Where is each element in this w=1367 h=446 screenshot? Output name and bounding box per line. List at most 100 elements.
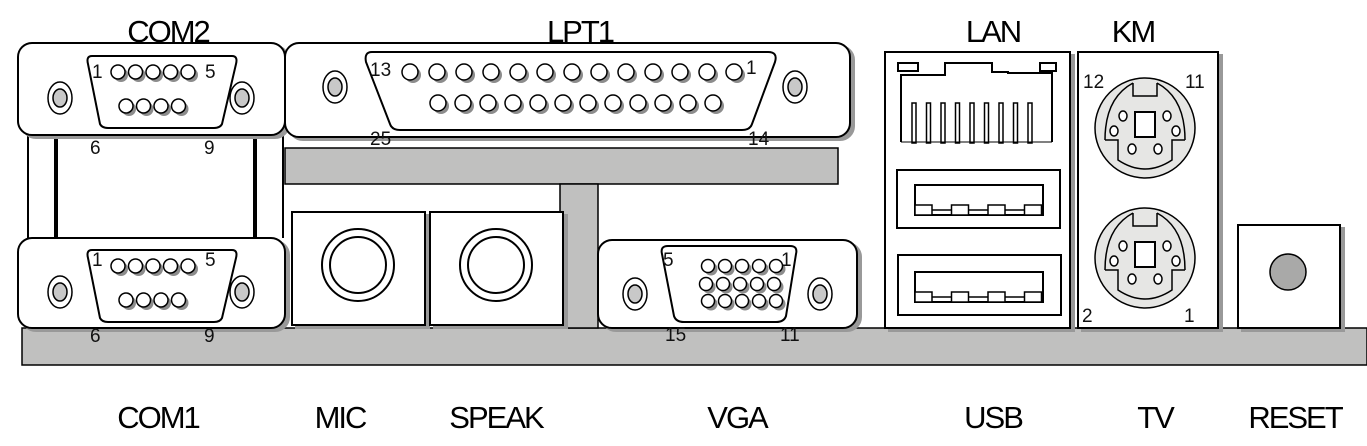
km-pin-12: 12 [1083,72,1104,93]
vga-pin-15: 15 [665,325,686,346]
db9-pin [180,258,198,276]
db25-pin [671,63,691,83]
screw-hex-nut [622,277,648,311]
db25-pin [679,94,699,114]
screw-hex-nut [229,275,255,309]
ps2-pin [1127,273,1137,285]
label-mic: MIC [315,400,367,435]
com2-pin-9: 9 [204,138,215,159]
label-lan: LAN [966,14,1020,49]
ps2-pin [1109,255,1119,267]
vga-pin [751,258,769,276]
db25-pin [725,63,745,83]
db25-pin [482,63,502,83]
mic-jack [291,211,426,326]
vga-pin-5: 5 [663,250,674,271]
com1-pin-1: 1 [92,250,103,271]
km-pin-1: 1 [1184,306,1195,327]
vga-pin [768,258,786,276]
label-lpt1: LPT1 [547,14,614,49]
db25-pin [698,63,718,83]
rj45-jack [897,62,1057,144]
rj45-contact [911,102,917,144]
km-pin-2: 2 [1082,306,1093,327]
ps2-pin [1171,255,1181,267]
vga-pin [698,276,716,294]
db25-pin [504,94,524,114]
db9-pin [170,98,189,116]
db25-pin [429,94,449,114]
db9-pin [118,98,136,116]
rj45-contact [983,102,990,144]
label-tv: TV [1137,400,1175,435]
speak-jack [429,211,564,326]
label-usb: USB [964,400,1023,435]
db25-pin [704,94,724,114]
db9-pin [135,292,154,310]
vga-pin [717,258,735,276]
lpt1-port [284,42,851,138]
ps2-pin [1171,125,1181,137]
vertical-support-bar [559,183,599,329]
label-com2: COM2 [127,14,209,49]
screw-hex-nut [47,81,73,115]
ps2-pin [1109,125,1119,137]
ps2-pin [1118,110,1128,122]
vga-pin [766,276,784,294]
com2-pin-1: 1 [92,62,103,83]
vga-port [597,239,858,329]
ps2-key [1134,111,1156,138]
rj45-contact [940,102,946,144]
db25-pin [563,63,583,83]
ps2-pin [1153,143,1163,155]
vga-pin [732,276,750,294]
com1-pin-6: 6 [90,326,101,347]
db9-pin [162,64,181,82]
db25-pin [529,94,549,114]
com2-pin-5: 5 [205,62,216,83]
usb-contact [1023,204,1043,216]
usb-port-1 [896,169,1061,229]
ps2-pin [1127,143,1137,155]
lpt-support-bar [284,147,839,185]
usb-contact [914,291,933,303]
lpt1-pin-25: 25 [370,129,391,150]
lpt1-pin-13: 13 [370,60,391,81]
db25-pin [629,94,649,114]
db9-pin [110,64,128,82]
lan-usb-block [884,51,1071,329]
db9-pin [118,292,136,310]
db25-pin [428,63,448,83]
label-speak: SPEAK [449,400,545,435]
db9-pin [180,64,198,82]
db9-pin [110,258,128,276]
db9-pin [127,64,146,82]
label-reset: RESET [1248,400,1343,435]
label-km: KM [1112,14,1155,49]
label-vga: VGA [707,400,769,435]
com1-pin-9: 9 [204,326,215,347]
rj45-contact [1027,102,1033,144]
rj45-contact [969,102,975,144]
vga-pin [751,293,769,311]
screw-hex-nut [229,81,255,115]
reset-button[interactable] [1237,224,1341,329]
db25-pin [604,94,624,114]
db25-pin [617,63,637,83]
db9-pin [153,98,171,116]
usb-contact [914,204,933,216]
vga-pin-1: 1 [781,250,792,271]
vga-pin [700,293,718,311]
db25-pin [454,94,474,114]
db25-pin [479,94,499,114]
lpt1-pin-14: 14 [748,129,770,150]
usb-contact [950,291,970,303]
ps2-block [1077,51,1219,329]
com1-port [17,237,286,329]
lpt1-pin-1: 1 [746,58,757,79]
ps2-pin [1162,110,1172,122]
usb-contact [1023,291,1043,303]
vga-pin [734,293,752,311]
ps2-keyboard-port [1094,77,1196,179]
